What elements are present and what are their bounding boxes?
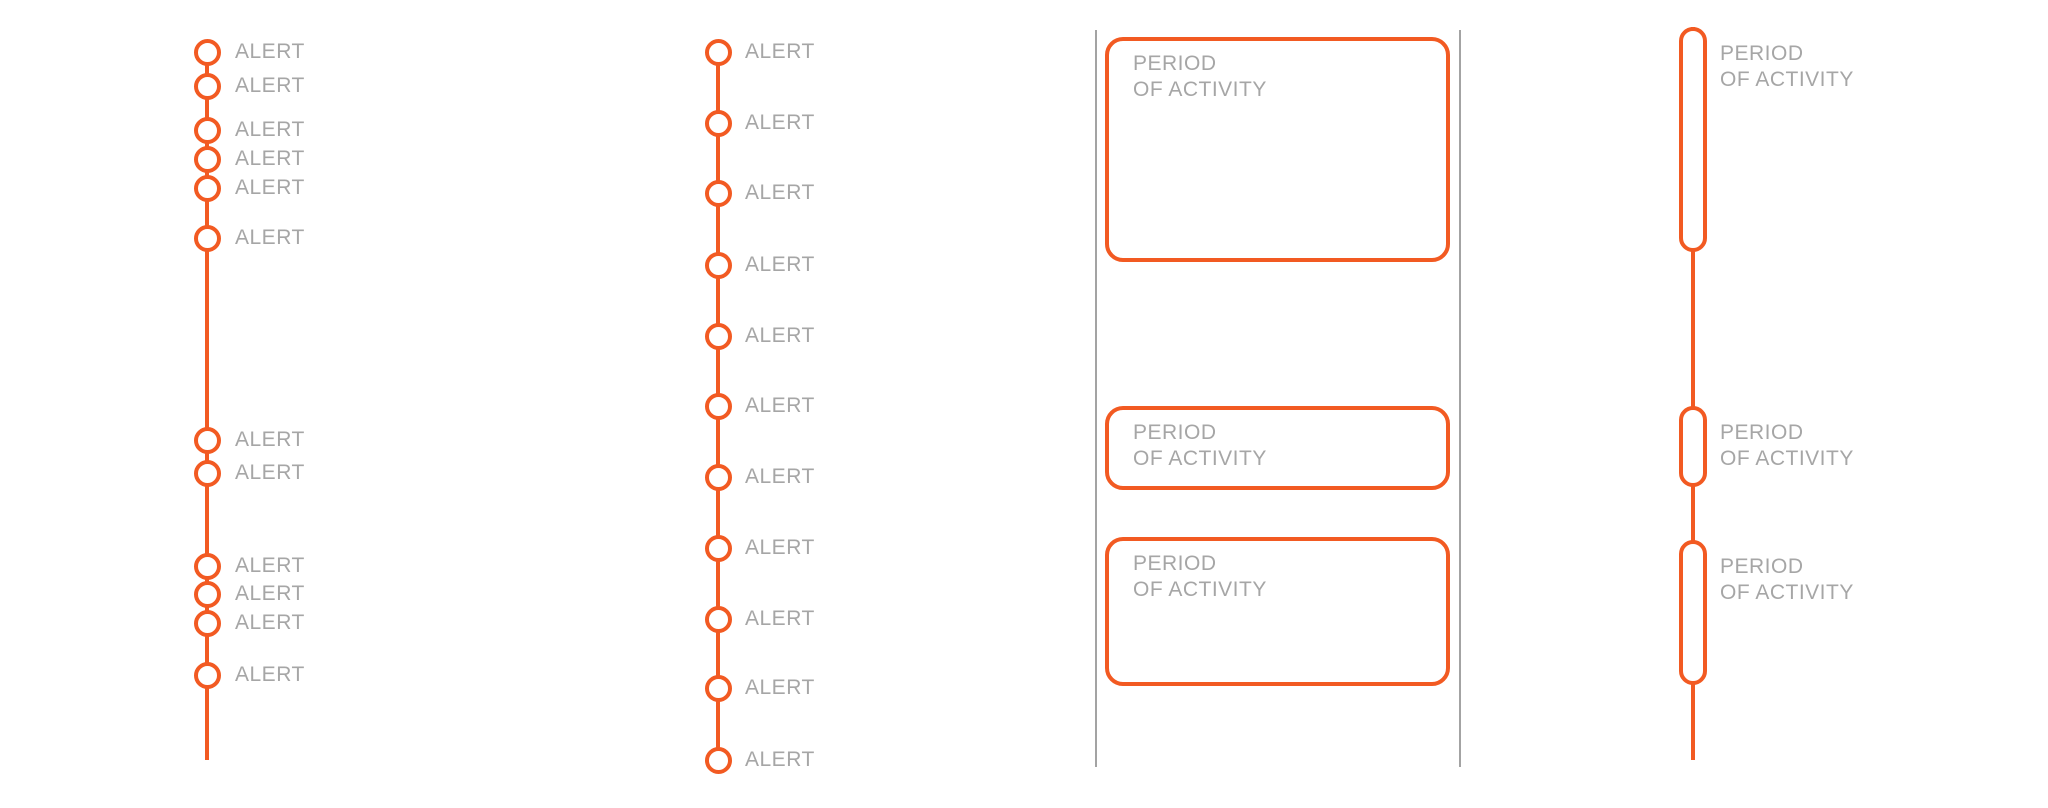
- alert-label: ALERT: [745, 607, 815, 630]
- period-pill: [1679, 540, 1707, 685]
- period-label-line-1: PERIOD: [1720, 555, 1804, 578]
- alert-label: ALERT: [745, 748, 815, 771]
- alert-marker: [193, 459, 221, 487]
- period-label: PERIOD OF ACTIVITY: [1133, 551, 1267, 603]
- alert-marker: [193, 174, 221, 202]
- alert-label: ALERT: [745, 181, 815, 204]
- period-label-line-2: OF ACTIVITY: [1133, 447, 1267, 470]
- period-label-line-1: PERIOD: [1133, 52, 1217, 75]
- alert-marker: [193, 661, 221, 689]
- period-label-line-1: PERIOD: [1720, 42, 1804, 65]
- alert-label: ALERT: [235, 40, 305, 63]
- period-box: [1105, 406, 1450, 490]
- alert-marker: [193, 38, 221, 66]
- alert-label: ALERT: [745, 676, 815, 699]
- alert-label: ALERT: [235, 118, 305, 141]
- period-box: [1105, 537, 1450, 686]
- alert-label: ALERT: [235, 611, 305, 634]
- period-label-line-2: OF ACTIVITY: [1133, 578, 1267, 601]
- period-label-line-1: PERIOD: [1720, 421, 1804, 444]
- alert-label: ALERT: [235, 663, 305, 686]
- alert-marker: [704, 109, 732, 137]
- alert-marker: [704, 605, 732, 633]
- alert-marker: [704, 463, 732, 491]
- alert-label: ALERT: [745, 40, 815, 63]
- alert-marker: [704, 38, 732, 66]
- alert-label: ALERT: [235, 147, 305, 170]
- period-label-line-2: OF ACTIVITY: [1720, 581, 1854, 604]
- rail-line: [1459, 30, 1461, 767]
- alert-marker: [704, 392, 732, 420]
- period-pill: [1679, 406, 1707, 487]
- period-label-line-2: OF ACTIVITY: [1720, 68, 1854, 91]
- alert-label: ALERT: [745, 324, 815, 347]
- rail-line: [1095, 30, 1097, 767]
- alert-marker: [704, 746, 732, 774]
- alert-marker: [193, 145, 221, 173]
- alert-label: ALERT: [745, 465, 815, 488]
- alert-marker: [193, 609, 221, 637]
- alert-marker: [193, 426, 221, 454]
- alert-label: ALERT: [745, 536, 815, 559]
- alert-marker: [193, 552, 221, 580]
- period-label-line-2: OF ACTIVITY: [1133, 78, 1267, 101]
- alert-label: ALERT: [235, 428, 305, 451]
- alert-label: ALERT: [745, 111, 815, 134]
- period-label: PERIOD OF ACTIVITY: [1720, 41, 1854, 93]
- alert-label: ALERT: [235, 582, 305, 605]
- period-label-line-1: PERIOD: [1133, 552, 1217, 575]
- alert-label: ALERT: [745, 253, 815, 276]
- alert-label: ALERT: [235, 461, 305, 484]
- period-label: PERIOD OF ACTIVITY: [1720, 554, 1854, 606]
- period-pill: [1679, 27, 1707, 252]
- alert-marker: [193, 116, 221, 144]
- period-label: PERIOD OF ACTIVITY: [1133, 51, 1267, 103]
- timeline-line: [1690, 27, 1696, 760]
- period-label: PERIOD OF ACTIVITY: [1720, 420, 1854, 472]
- alert-label: ALERT: [235, 226, 305, 249]
- alert-marker: [704, 251, 732, 279]
- period-box: [1105, 37, 1450, 262]
- period-label-line-2: OF ACTIVITY: [1720, 447, 1854, 470]
- alert-label: ALERT: [745, 394, 815, 417]
- timeline-line: [204, 52, 210, 760]
- period-label: PERIOD OF ACTIVITY: [1133, 420, 1267, 472]
- alert-marker: [704, 322, 732, 350]
- alert-label: ALERT: [235, 554, 305, 577]
- alert-marker: [704, 534, 732, 562]
- alert-label: ALERT: [235, 176, 305, 199]
- period-label-line-1: PERIOD: [1133, 421, 1217, 444]
- alert-marker: [704, 179, 732, 207]
- alert-marker: [704, 674, 732, 702]
- alert-marker: [193, 580, 221, 608]
- alert-label: ALERT: [235, 74, 305, 97]
- alert-marker: [193, 72, 221, 100]
- alert-marker: [193, 224, 221, 252]
